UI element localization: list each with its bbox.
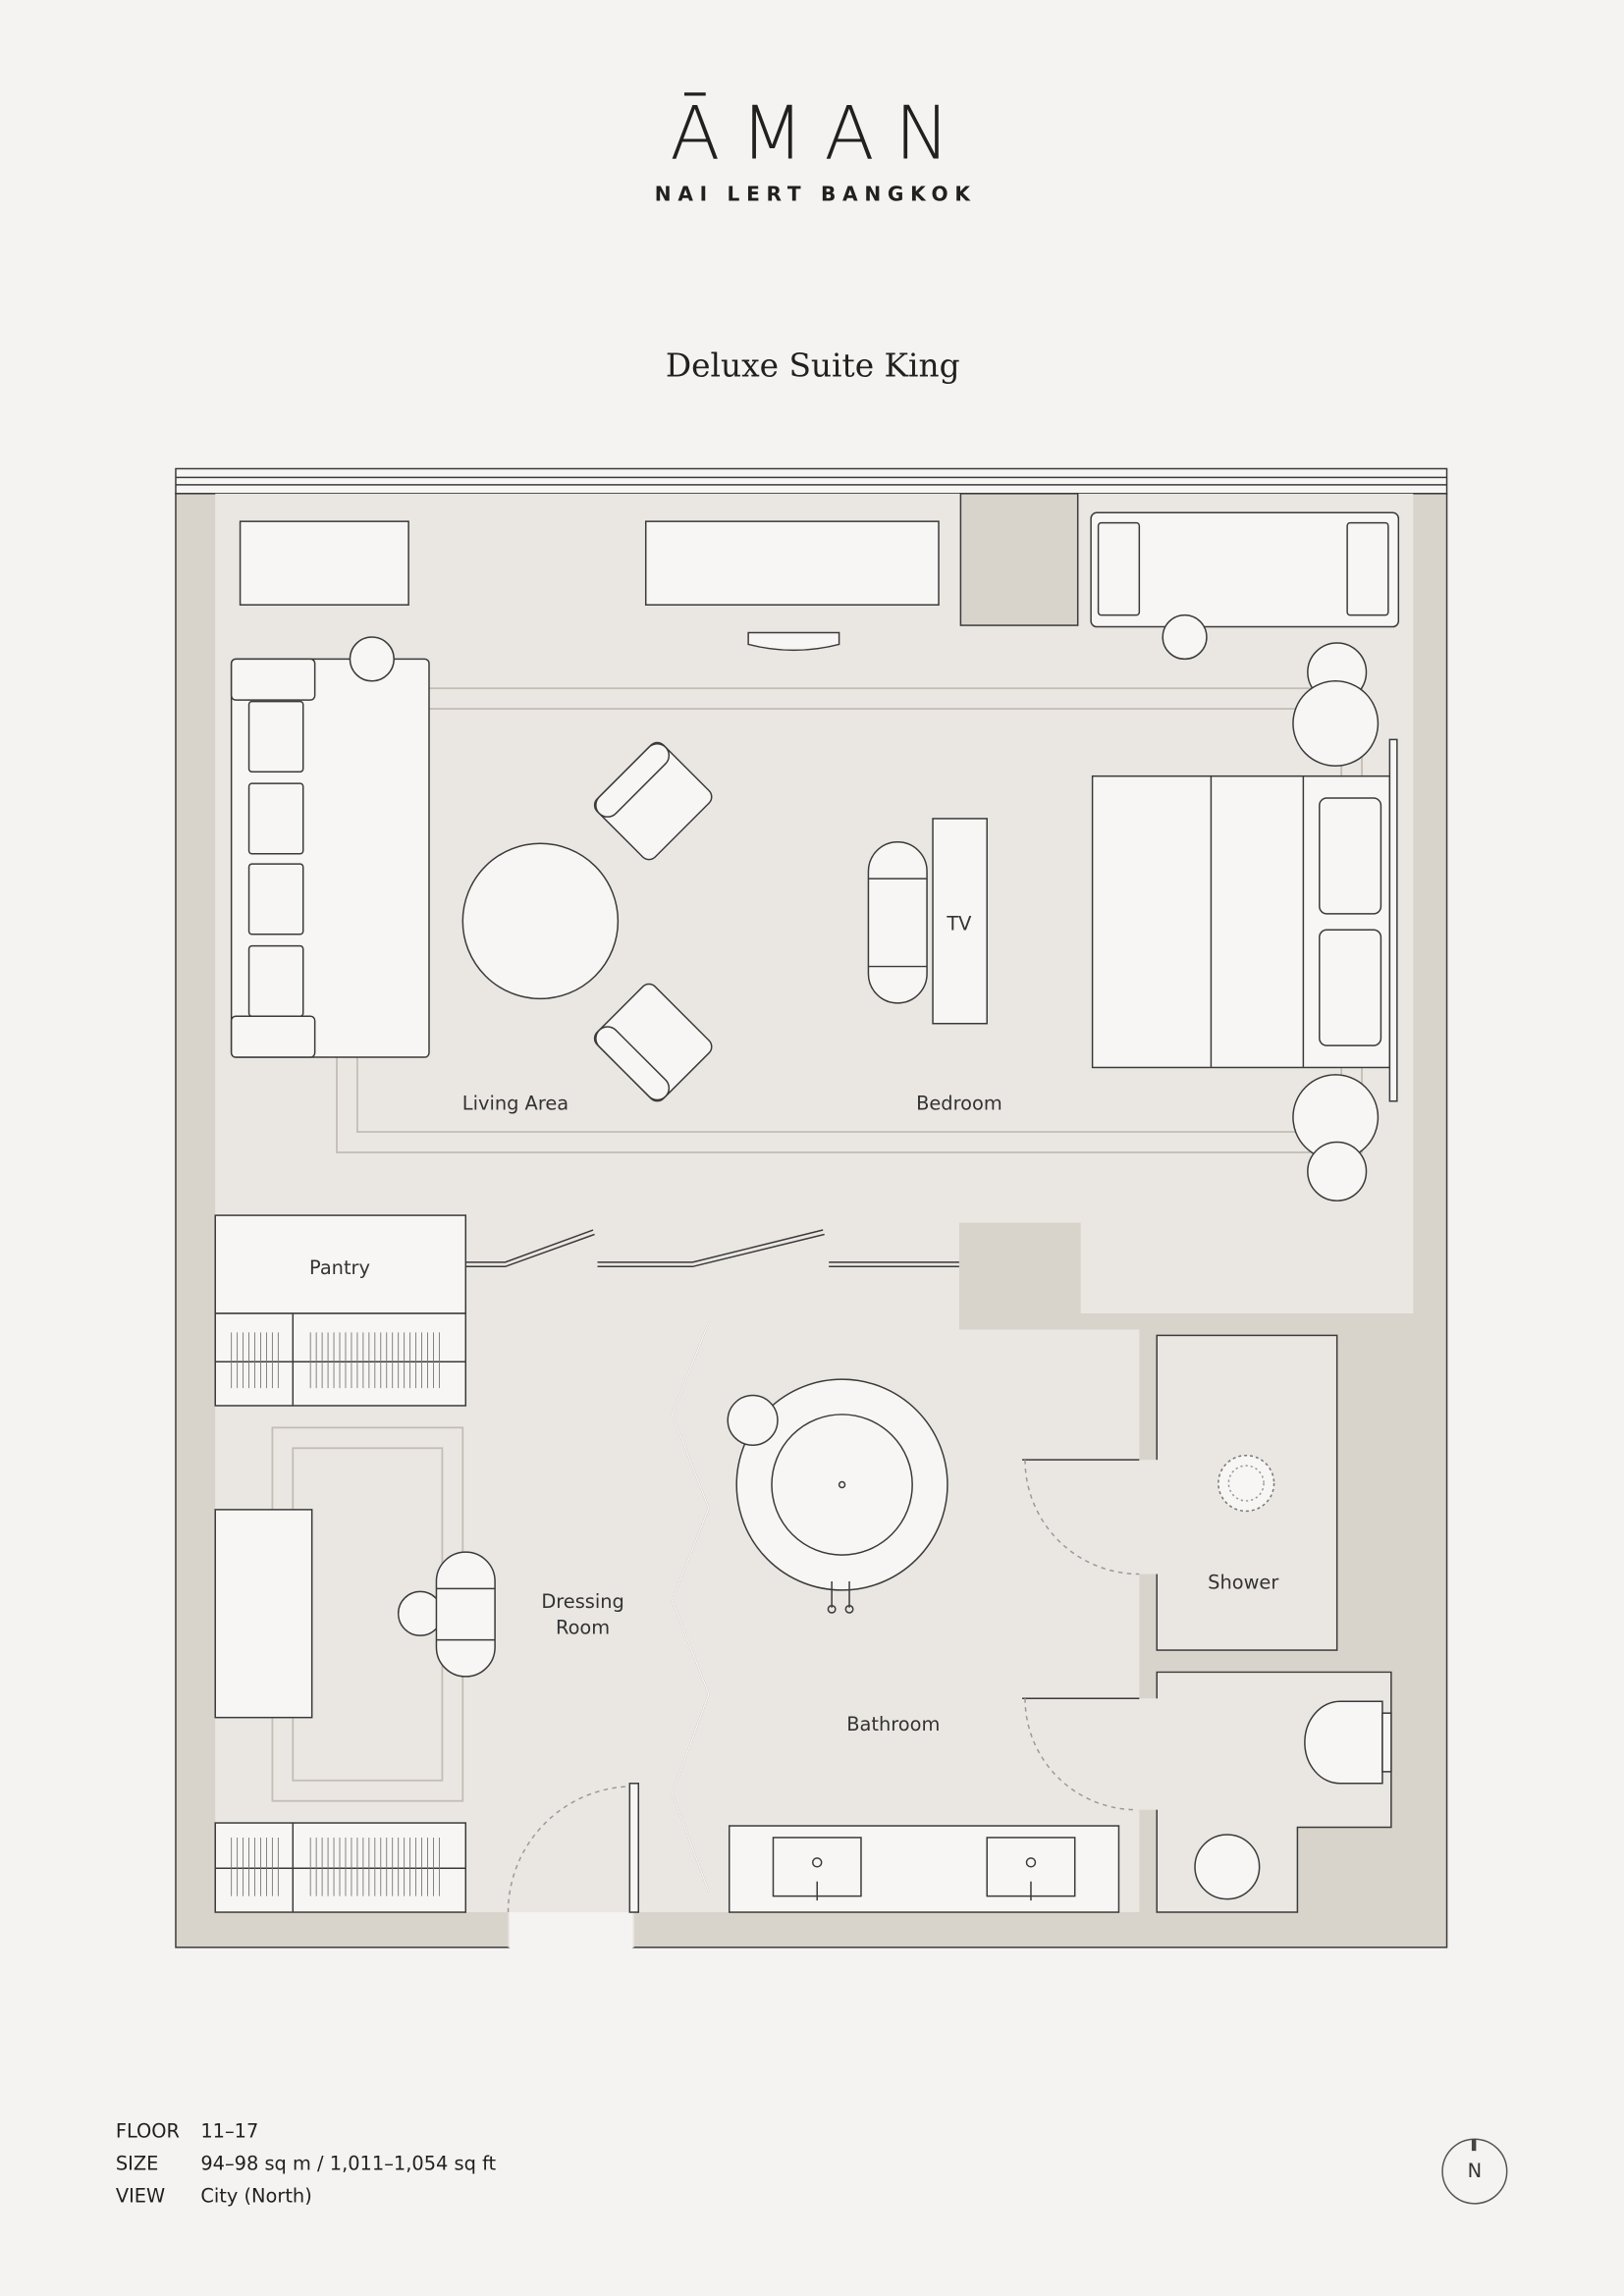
page-title: Deluxe Suite King xyxy=(666,347,960,385)
bed xyxy=(1091,738,1398,1102)
spec-label-floor: FLOOR xyxy=(116,2120,180,2143)
side-table xyxy=(349,636,395,682)
window-band xyxy=(175,467,1448,495)
folding-doors xyxy=(671,1321,710,1893)
living-area-label: Living Area xyxy=(462,1093,568,1115)
sliding-doors xyxy=(465,1229,959,1268)
wardrobe xyxy=(214,1822,467,1913)
shower-door-swing xyxy=(1024,1460,1140,1575)
desk xyxy=(644,520,940,606)
tv-label: TV xyxy=(946,912,972,934)
logo-text: ĀMAN xyxy=(670,90,970,176)
bath-faucet xyxy=(831,1580,850,1608)
pantry-dressing: Pantry Dressing Room xyxy=(214,1214,640,1913)
spec-value-view: City (North) xyxy=(200,2184,311,2207)
bathroom-fixtures: Bathroom Shower xyxy=(727,1378,1392,1913)
entry-door xyxy=(628,1783,640,1913)
armchair xyxy=(593,983,713,1102)
nightstand xyxy=(1292,679,1380,767)
shower-label: Shower xyxy=(1208,1571,1278,1593)
living-bedroom-furniture: TV Living Area Bedroom xyxy=(230,511,1400,1201)
wc-door-swing xyxy=(1024,1698,1137,1811)
spec-label-size: SIZE xyxy=(116,2153,159,2175)
compass-icon: N xyxy=(1441,2138,1508,2205)
dressing-room-label-1: Dressing xyxy=(541,1590,624,1613)
ottoman xyxy=(867,841,928,1004)
column xyxy=(959,493,1079,626)
toilet xyxy=(1304,1700,1383,1785)
sideboard xyxy=(239,520,409,606)
compass-label: N xyxy=(1468,2160,1483,2182)
entry-door-swing xyxy=(507,1786,634,1913)
dresser xyxy=(214,1509,313,1719)
specs: FLOOR 11–17 SIZE 94–98 sq m / 1,011–1,05… xyxy=(116,2120,497,2208)
sofa xyxy=(230,658,430,1058)
dressing-chair xyxy=(435,1551,496,1678)
spec-value-floor: 11–17 xyxy=(200,2120,258,2143)
coffee-table xyxy=(461,842,620,1000)
stool xyxy=(1162,614,1208,661)
bathroom-label: Bathroom xyxy=(846,1713,940,1735)
pantry-label: Pantry xyxy=(309,1256,370,1279)
bidet xyxy=(1194,1834,1261,1900)
shower-head-icon xyxy=(1218,1454,1275,1513)
pantry-counter xyxy=(214,1214,467,1314)
location-text: NAI LERT BANGKOK xyxy=(655,183,977,206)
tv-unit xyxy=(932,818,988,1025)
brand-logo: ĀMAN NAI LERT BANGKOK xyxy=(655,90,977,206)
console xyxy=(1090,511,1400,628)
desk-chair xyxy=(747,631,840,652)
dressing-room-label-2: Room xyxy=(556,1617,610,1639)
wardrobe xyxy=(214,1312,467,1407)
bath-stool xyxy=(727,1394,779,1447)
bedroom-label: Bedroom xyxy=(916,1093,1002,1115)
spec-label-view: VIEW xyxy=(116,2184,165,2207)
armchair xyxy=(593,741,713,861)
spec-value-size: 94–98 sq m / 1,011–1,054 sq ft xyxy=(200,2153,496,2175)
